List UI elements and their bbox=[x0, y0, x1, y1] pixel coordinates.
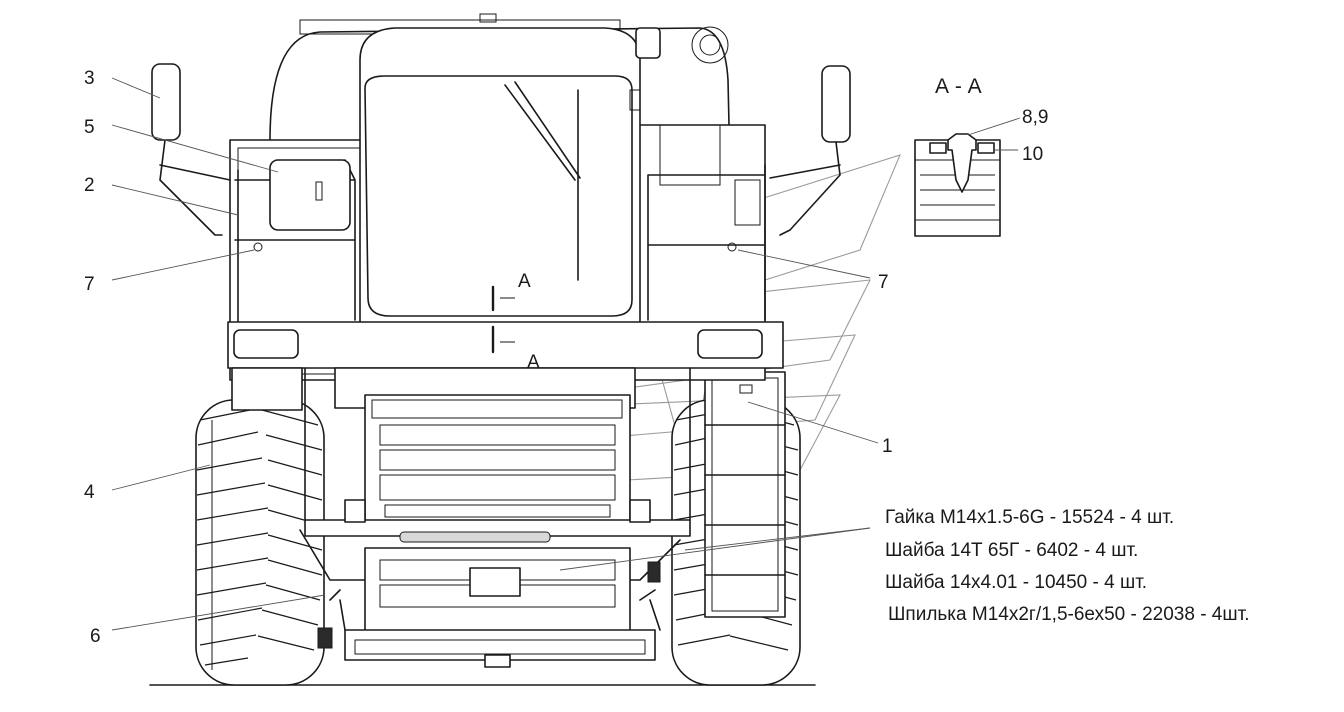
parts-list-item: Шайба 14Т 65Г - 6402 - 4 шт. bbox=[885, 540, 1138, 561]
cab bbox=[359, 27, 661, 331]
callout-7-right: 7 bbox=[878, 272, 889, 293]
leader-lines bbox=[111, 77, 879, 631]
callout-7-left: 7 bbox=[84, 274, 95, 295]
callout-numbers: 3 5 2 7 4 6 7 1 bbox=[84, 68, 893, 647]
section-markers: А А bbox=[491, 271, 540, 373]
parts-list-item: Шайба 14х4.01 - 10450 - 4 шт. bbox=[885, 572, 1147, 593]
left-mirror bbox=[151, 63, 231, 236]
section-detail: А - А 8,9 10 bbox=[914, 75, 1048, 237]
section-marker-bottom: А bbox=[527, 352, 540, 373]
section-label-10: 10 bbox=[1022, 144, 1043, 165]
rear-ladder bbox=[704, 371, 786, 618]
callout-2: 2 bbox=[84, 175, 95, 196]
section-label-8-9: 8,9 bbox=[1022, 107, 1048, 128]
callout-5: 5 bbox=[84, 117, 95, 138]
callout-4: 4 bbox=[84, 482, 95, 503]
callout-3: 3 bbox=[84, 68, 95, 89]
left-wheel bbox=[195, 399, 325, 686]
callout-6: 6 bbox=[90, 626, 101, 647]
section-marker-top: А bbox=[518, 271, 531, 292]
parts-list: Гайка М14х1.5-6G - 15524 - 4 шт. Шайба 1… bbox=[885, 507, 1250, 625]
callout-1: 1 bbox=[882, 436, 893, 457]
parts-list-item: Гайка М14х1.5-6G - 15524 - 4 шт. bbox=[885, 507, 1174, 528]
rear-beam bbox=[227, 321, 784, 411]
section-title: А - А bbox=[935, 75, 982, 98]
chaff-spreader bbox=[299, 367, 691, 668]
right-mirror bbox=[769, 65, 851, 236]
parts-list-item: Шпилька М14х2г/1,5-6ех50 - 22038 - 4шт. bbox=[888, 604, 1250, 625]
